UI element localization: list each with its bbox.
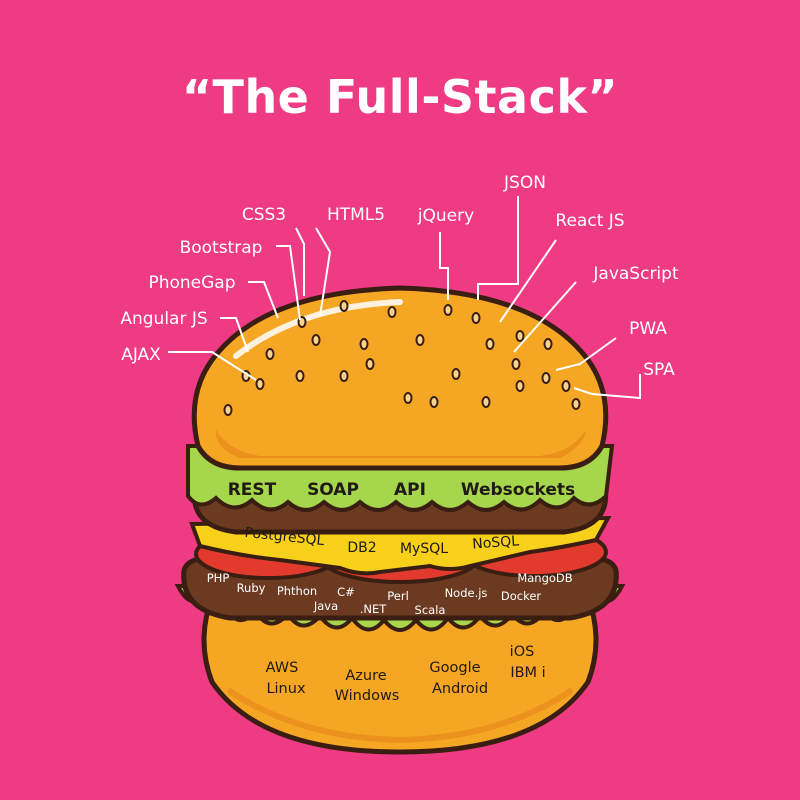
backend-label-csharp: C#	[337, 585, 355, 599]
leader-spa	[573, 374, 641, 400]
leader-jquery	[439, 232, 449, 300]
backend-label-docker: Docker	[501, 589, 542, 603]
sesame-seeds	[223, 300, 581, 416]
platform-layer: AWS Linux Azure Windows Google Android i…	[266, 644, 546, 704]
platform-label-android: Android	[432, 681, 488, 697]
callout-bootstrap: Bootstrap	[180, 238, 263, 258]
backend-label-scala: Scala	[415, 603, 446, 617]
callout-html5: HTML5	[327, 205, 385, 225]
leader-html5	[315, 227, 332, 317]
callout-ajax: AJAX	[121, 345, 161, 365]
backend-label-ruby: Ruby	[237, 581, 266, 595]
backend-label-phthon: Phthon	[277, 584, 317, 598]
api-label-rest: REST	[228, 480, 277, 500]
page-title: “The Full-Stack”	[181, 70, 619, 124]
db-label-db2: DB2	[347, 540, 376, 556]
leader-phonegap	[248, 281, 279, 319]
callout-leader-lines	[168, 196, 641, 400]
platform-label-aws: AWS	[266, 660, 299, 676]
callout-angular-js: Angular JS	[120, 309, 207, 329]
leader-angular-js	[220, 317, 249, 353]
backend-label-perl: Perl	[387, 589, 409, 603]
api-label-websockets: Websockets	[461, 480, 575, 500]
platform-label-google: Google	[429, 660, 480, 676]
backend-label-mangodb: MangoDB	[517, 571, 572, 585]
api-layer: REST SOAP API Websockets	[228, 480, 575, 500]
platform-label-ibm-i: IBM i	[510, 665, 545, 681]
callout-json: JSON	[503, 173, 546, 193]
leader-bootstrap	[276, 245, 301, 321]
callout-react-js: React JS	[555, 211, 624, 231]
leader-json	[477, 196, 519, 300]
backend-label-dotnet: .NET	[360, 602, 388, 616]
leader-css3	[295, 227, 305, 296]
top-bun	[191, 285, 609, 471]
db-label-mysql: MySQL	[400, 541, 448, 557]
callout-jquery: jQuery	[417, 206, 474, 226]
api-label-api: API	[394, 480, 426, 500]
api-label-soap: SOAP	[307, 480, 359, 500]
callout-css3: CSS3	[242, 205, 286, 225]
platform-label-windows: Windows	[335, 688, 400, 704]
leader-javascript	[513, 281, 577, 353]
leader-react-js	[499, 239, 557, 323]
backend-label-nodejs: Node.js	[445, 586, 488, 600]
backend-label-php: PHP	[207, 571, 230, 585]
platform-label-ios: iOS	[510, 644, 535, 660]
db-label-nosql: NoSQL	[472, 533, 520, 552]
callout-phonegap: PhoneGap	[148, 273, 235, 293]
callout-javascript: JavaScript	[592, 264, 679, 284]
callout-spa: SPA	[643, 360, 675, 380]
platform-label-azure: Azure	[345, 668, 386, 684]
backend-layer: PHP Ruby Phthon Java C# .NET Perl Scala …	[207, 571, 573, 617]
leader-pwa	[555, 337, 617, 371]
backend-label-java: Java	[313, 599, 338, 613]
platform-label-linux: Linux	[266, 681, 305, 697]
leader-ajax	[168, 351, 257, 381]
callout-pwa: PWA	[629, 319, 667, 339]
frontend-callouts: CSS3 HTML5 jQuery JSON Bootstrap React J…	[120, 173, 679, 380]
bottom-bun	[201, 595, 599, 755]
